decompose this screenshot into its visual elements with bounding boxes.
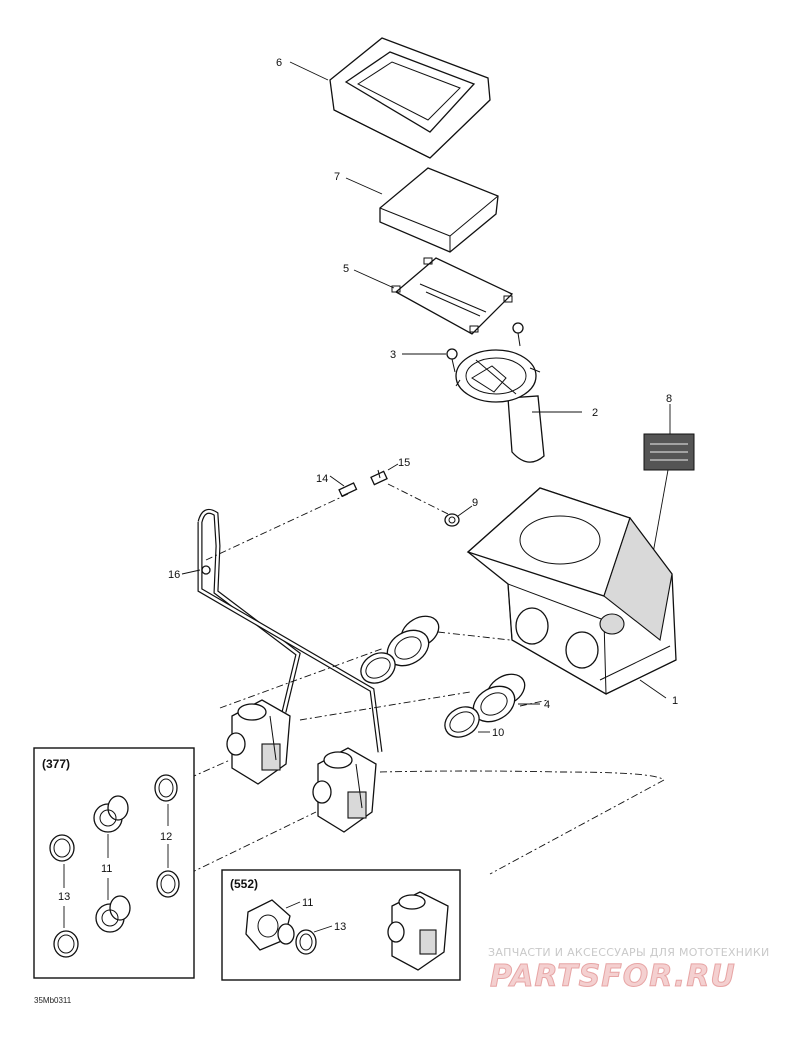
box-377-clamp-upper-left — [49, 834, 75, 862]
callout-10: 10 — [492, 727, 504, 739]
box-552-clamp-a — [277, 923, 295, 945]
callout-5: 5 — [343, 263, 349, 275]
callout-6: 6 — [276, 57, 282, 69]
box-552-label: (552) — [230, 877, 258, 891]
box-377-adaptor-upper — [93, 795, 129, 833]
part-8-decal — [643, 433, 695, 471]
box-552-carburetor — [387, 891, 449, 971]
box-377-clamp-lower-right — [156, 870, 180, 898]
callout-9: 9 — [472, 497, 478, 509]
part-16-vent-hose — [197, 508, 383, 753]
callout-14: 14 — [316, 473, 328, 485]
callout-8: 8 — [666, 393, 672, 405]
box-377-clamp-upper-right — [154, 774, 178, 802]
part-15-tee-connector — [370, 469, 388, 486]
box-377-callout-11: 11 — [101, 863, 112, 875]
box-377-callout-12: 12 — [160, 831, 172, 843]
part-5-filter-plate — [391, 257, 514, 335]
carburetor-left — [226, 699, 291, 785]
box-377-label: (377) — [42, 757, 70, 771]
box-377-clamp-lower-left — [53, 930, 79, 958]
part-4-adaptor-lower — [472, 673, 526, 723]
part-9-grommet — [444, 513, 460, 527]
callout-4: 4 — [544, 699, 550, 711]
box-377-adaptor-lower — [95, 895, 131, 933]
box-552-clamp-b — [295, 929, 317, 955]
part-3-screws — [446, 322, 524, 373]
part-6-cover-frame — [329, 37, 491, 159]
box-552-callout-11: 11 — [302, 897, 313, 909]
watermark-tagline: ЗАПЧАСТИ И АКСЕССУАРЫ ДЛЯ МОТОТЕХНИКИ — [488, 946, 770, 959]
part-4-adaptor-upper — [386, 615, 440, 667]
part-7-filter-pad — [379, 167, 499, 253]
part-2-intake-funnel — [455, 349, 545, 463]
callout-2: 2 — [592, 407, 598, 419]
part-10-clamp-lower — [444, 706, 480, 738]
watermark-logo: PARTSFOR.RU — [490, 959, 736, 994]
callout-7: 7 — [334, 171, 340, 183]
document-id: 35Mb0311 — [34, 996, 72, 1005]
box-377-callout-13: 13 — [58, 891, 70, 903]
carburetor-right — [312, 747, 377, 833]
box-552-callout-13: 13 — [334, 921, 346, 933]
callout-15: 15 — [398, 457, 410, 469]
callout-16: 16 — [168, 569, 180, 581]
callout-3: 3 — [390, 349, 396, 361]
part-14-fitting — [338, 482, 358, 497]
part-1-air-box — [466, 487, 677, 695]
callout-1: 1 — [672, 695, 678, 707]
part-10-clamp-upper — [360, 652, 396, 684]
